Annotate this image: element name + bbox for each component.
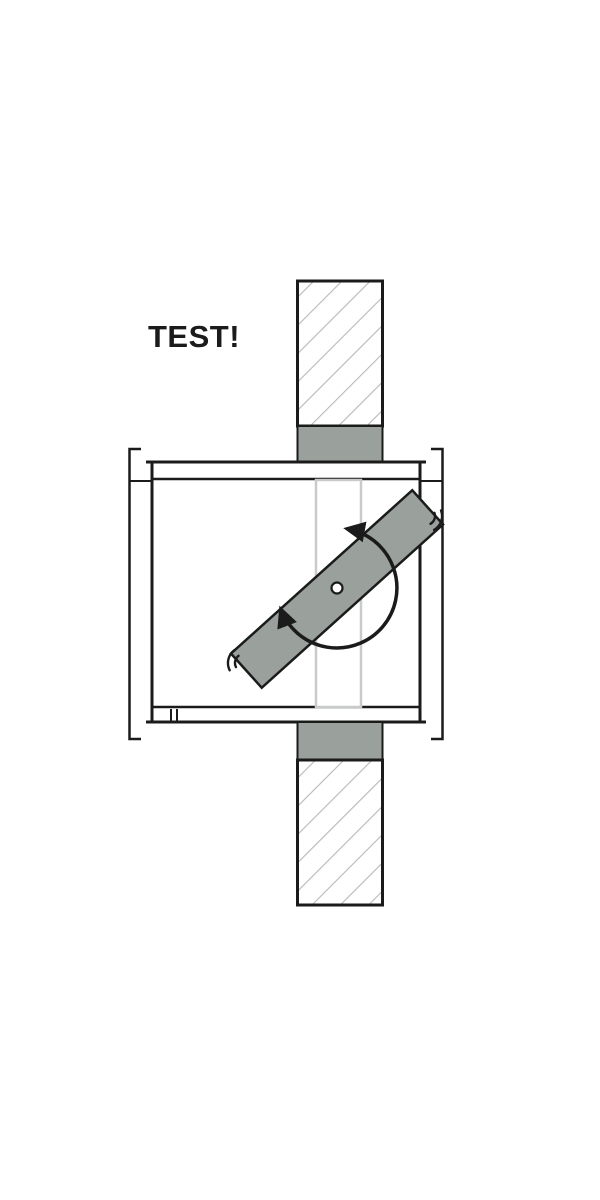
top-duct-collar [296, 425, 384, 463]
impact-arc-small-bottom [233, 654, 240, 669]
rotation-arrow [277, 521, 399, 650]
bottom-duct-collar [296, 721, 384, 761]
top-duct [296, 279, 384, 463]
impact-marks-bottom [226, 648, 240, 672]
impact-marks-top [429, 509, 444, 532]
bottom-duct-hatched-body [296, 758, 384, 907]
housing-body [150, 460, 422, 724]
impact-arc-large-bottom [226, 648, 236, 672]
top-duct-hatched-body [296, 279, 384, 428]
pivot-point [330, 581, 344, 595]
damper-housing [146, 460, 426, 724]
left-mounting-bracket [128, 447, 141, 741]
seal-ticks [170, 709, 178, 721]
test-label: TEST! [148, 319, 240, 354]
mounting-frame [128, 447, 444, 741]
right-mounting-bracket [431, 447, 444, 741]
impact-arc-small-top [429, 511, 437, 526]
bottom-duct [296, 721, 384, 907]
impact-arc-large-top [432, 509, 444, 532]
